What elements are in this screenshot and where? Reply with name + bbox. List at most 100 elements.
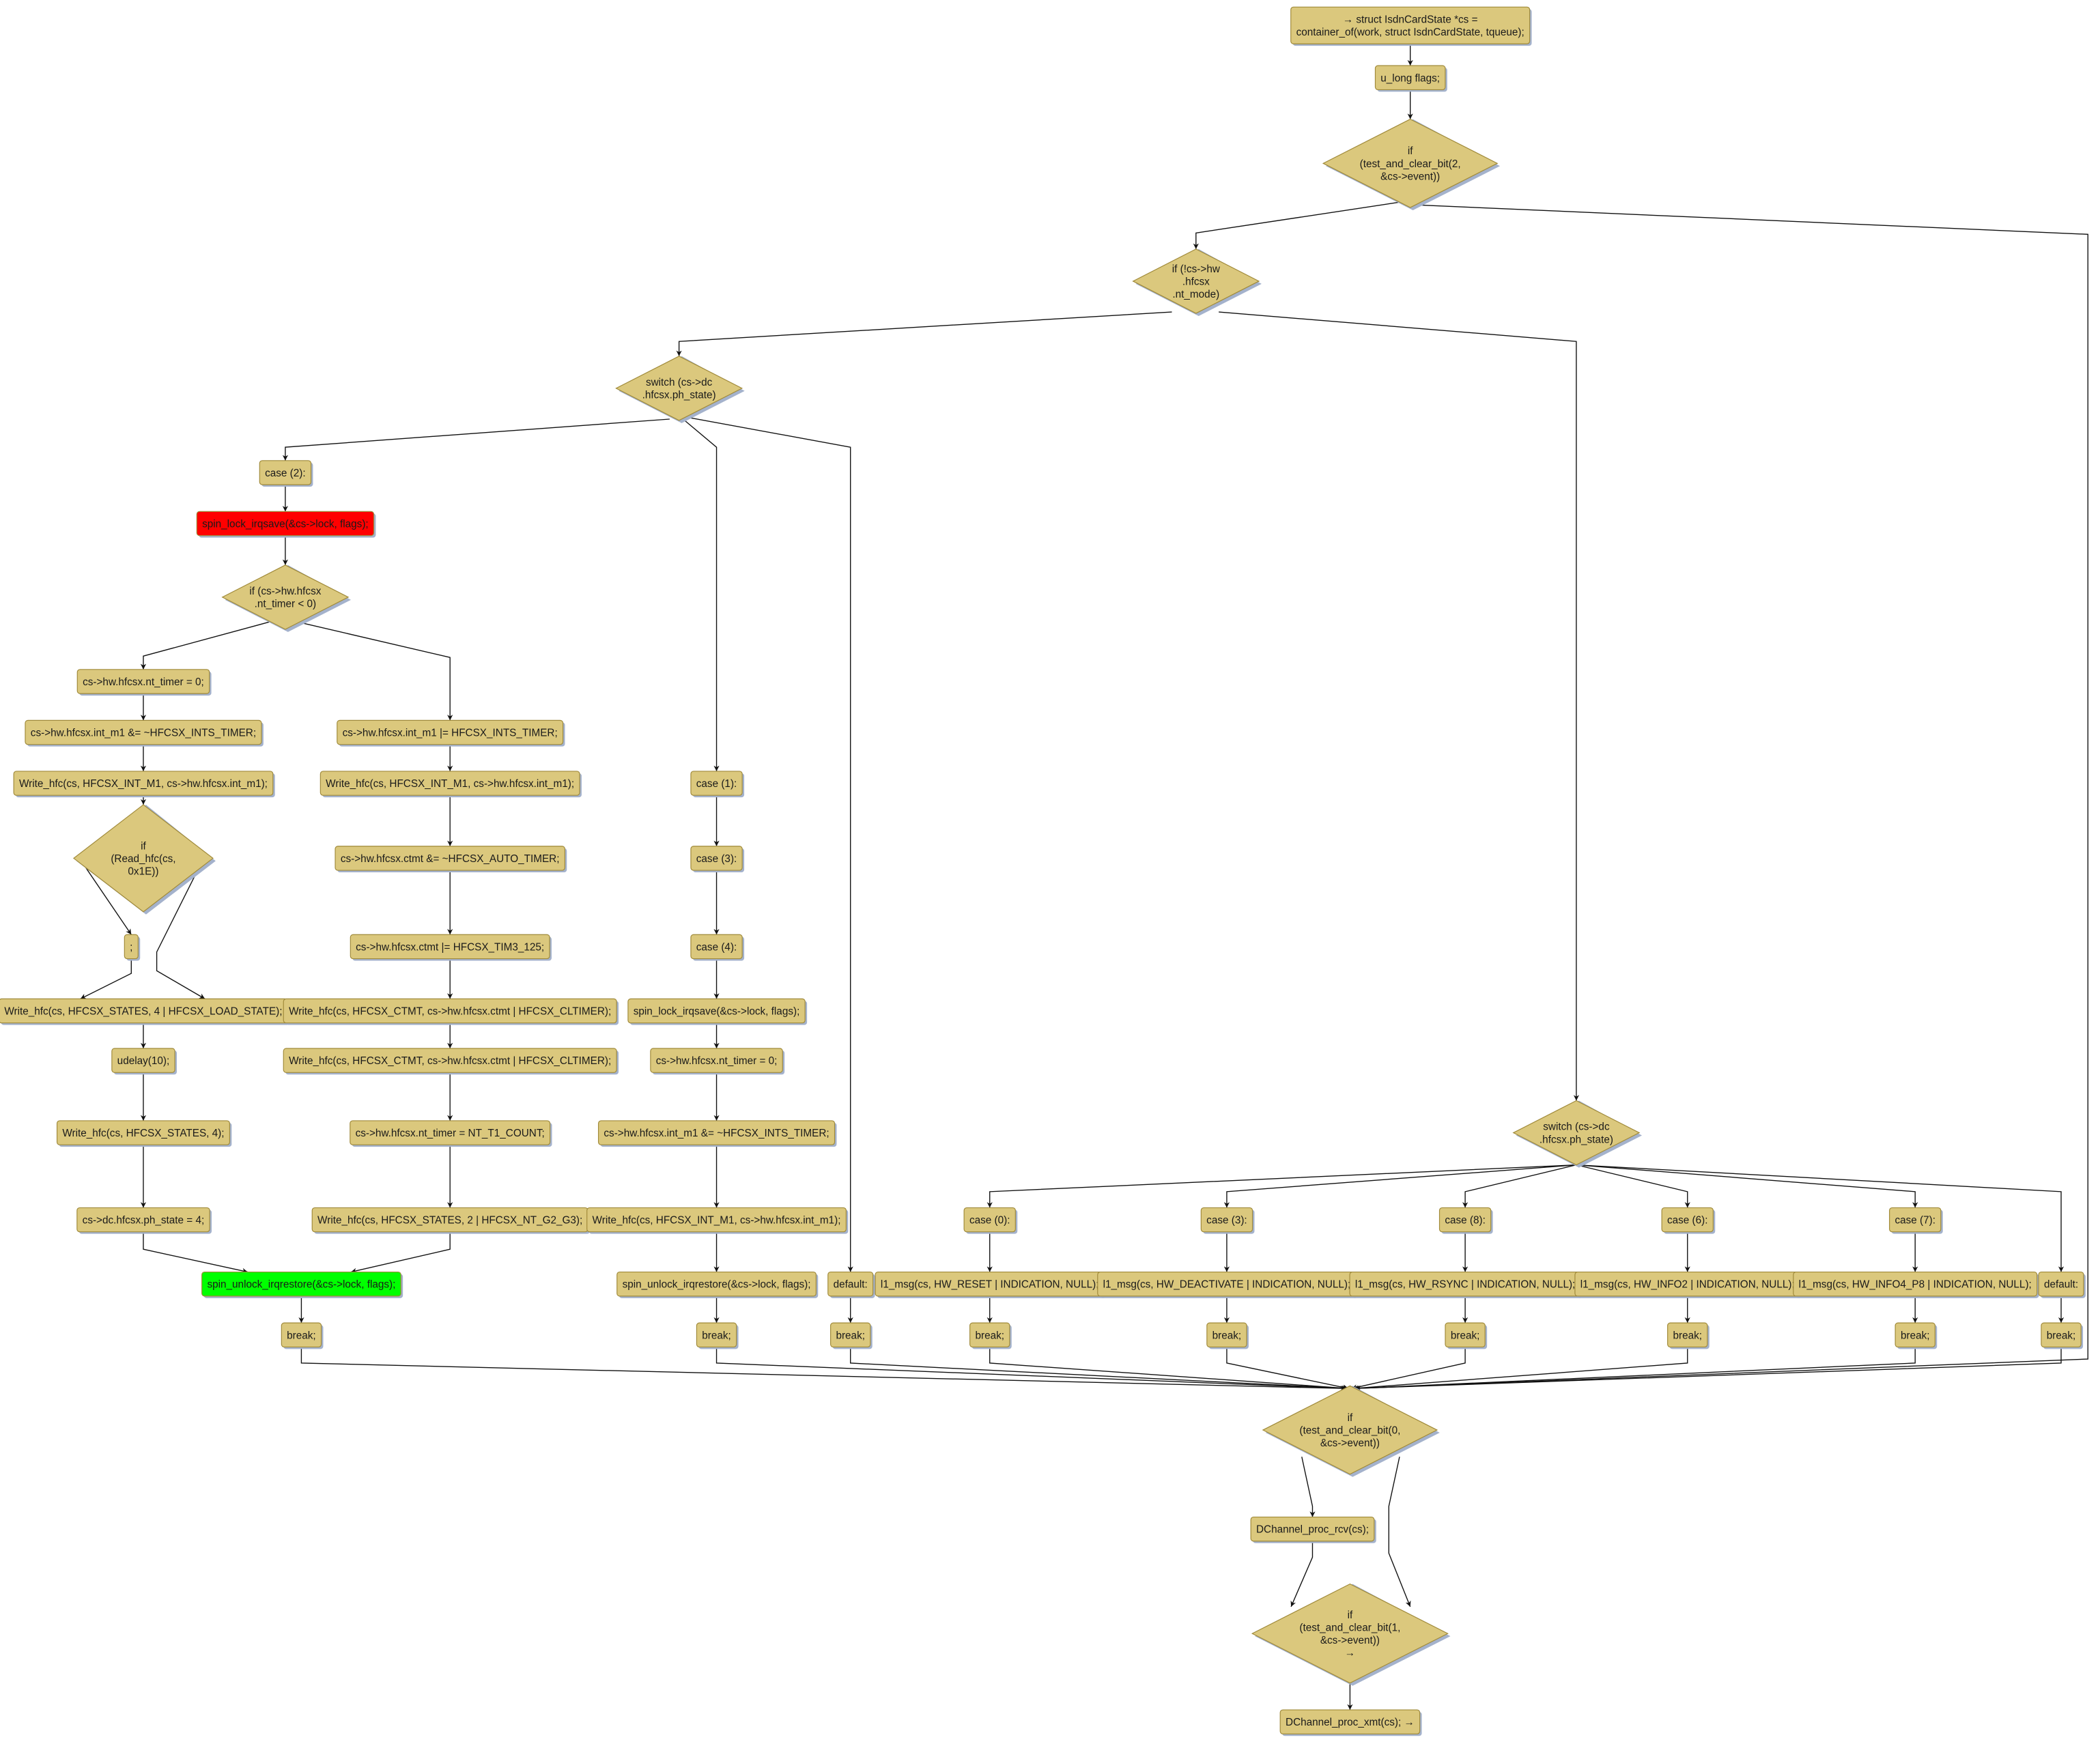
node-label-line: Write_hfc(cs, HFCSX_CTMT, cs->hw.hfcsx.c… (289, 1055, 611, 1067)
statement-case3a: case (3): (690, 846, 745, 873)
node-label: Write_hfc(cs, HFCSX_STATES, 2 | HFCSX_NT… (317, 1215, 582, 1227)
node-label: if(test_and_clear_bit(2,&cs->event)) (1360, 145, 1461, 182)
node-label-line: container_of(work, struct IsdnCardState,… (1296, 27, 1524, 38)
node-label-line: Write_hfc(cs, HFCSX_INT_M1, cs->hw.hfcsx… (593, 1215, 841, 1227)
node-label-line: Write_hfc(cs, HFCSX_STATES, 2 | HFCSX_NT… (317, 1215, 582, 1227)
node-label-line: l1_msg(cs, HW_RSYNC | INDICATION, NULL); (1355, 1279, 1575, 1291)
node-label-line: case (2): (265, 468, 306, 479)
statement-box (1889, 1207, 1942, 1233)
node-label-line: break; (975, 1330, 1004, 1341)
node-label: cs->dc.hfcsx.ph_state = 4; (83, 1215, 205, 1227)
node-label-line: break; (287, 1330, 316, 1341)
flow-arrow (1576, 1164, 2064, 1272)
node-label: break; (2047, 1330, 2076, 1341)
statement-box (616, 1271, 817, 1297)
statement-l-write-states4: Write_hfc(cs, HFCSX_STATES, 4); (56, 1120, 232, 1147)
decision-diamond (72, 804, 214, 913)
flow-arrow (987, 1164, 1576, 1208)
node-label: cs->hw.hfcsx.int_m1 &= ~HFCSX_INTS_TIMER… (604, 1128, 829, 1139)
node-label-line: l1_msg(cs, HW_DEACTIVATE | INDICATION, N… (1103, 1279, 1351, 1291)
node-label-line: → (1345, 1648, 1355, 1659)
statement-box (827, 1271, 874, 1297)
node-label: case (3): (1206, 1215, 1247, 1227)
node-label: l1_msg(cs, HW_INFO4_P8 | INDICATION, NUL… (1799, 1279, 2032, 1291)
statement-break-a: break; (281, 1322, 324, 1349)
statement-case8: case (8): (1438, 1207, 1493, 1234)
statement-box (1206, 1322, 1247, 1348)
decision-if-bit0: if(test_and_clear_bit(0,&cs->event)) (1262, 1385, 1440, 1477)
node-label-line: 0x1E)) (128, 866, 158, 878)
statement-box (350, 1120, 551, 1145)
node-label-line: cs->hw.hfcsx.nt_timer = 0; (83, 676, 204, 688)
statement-box (111, 1048, 175, 1073)
node-label: switch (cs->dc.hfcsx.ph_state) (1539, 1121, 1613, 1146)
node-label: cs->hw.hfcsx.nt_timer = NT_T1_COUNT; (356, 1128, 545, 1139)
edges (80, 41, 2088, 1711)
node-label-line: &cs->event)) (1320, 1437, 1380, 1449)
statement-spin-lock-a: spin_lock_irqsave(&cs->lock, flags); (196, 511, 376, 538)
statement-spin-lock-b: spin_lock_irqsave(&cs->lock, flags); (627, 998, 808, 1025)
statement-box (1793, 1271, 2038, 1297)
statement-case1: case (1): (690, 771, 745, 798)
flow-arrow (1354, 1347, 2062, 1392)
decision-if-bit2: if(test_and_clear_bit(2,&cs->event)) (1322, 118, 1501, 210)
statement-msg-info4: l1_msg(cs, HW_INFO4_P8 | INDICATION, NUL… (1793, 1271, 2039, 1298)
statement-box (201, 1271, 401, 1297)
node-label: if(Read_hfc(cs,0x1E)) (111, 840, 175, 877)
node-label-line: DChannel_proc_rcv(cs); (1256, 1524, 1369, 1536)
flow-arrow (300, 1347, 1346, 1392)
statement-l-nt-timer0: cs->hw.hfcsx.nt_timer = 0; (76, 669, 212, 696)
flow-arrow (676, 311, 1172, 356)
statement-case6: case (6): (1661, 1207, 1716, 1234)
statement-l-int-m1-and: cs->hw.hfcsx.int_m1 &= ~HFCSX_INTS_TIMER… (25, 719, 264, 747)
node-label-line: cs->hw.hfcsx.nt_timer = 0; (656, 1055, 778, 1067)
node-label-line: l1_msg(cs, HW_INFO4_P8 | INDICATION, NUL… (1799, 1279, 2032, 1291)
node-label-line: case (4): (696, 941, 737, 953)
node-label-line: break; (1212, 1330, 1242, 1341)
node-label-line: break; (836, 1330, 865, 1341)
flow-arrow (80, 958, 132, 1000)
flow-arrow (715, 1347, 1348, 1392)
node-label: break; (287, 1330, 316, 1341)
node-label: break; (702, 1330, 731, 1341)
statement-m-int-m1-or: cs->hw.hfcsx.int_m1 |= HFCSX_INTS_TIMER; (337, 719, 565, 747)
flow-arrow (1355, 204, 2088, 1392)
node-label-line: l1_msg(cs, HW_INFO2 | INDICATION, NULL); (1580, 1279, 1795, 1291)
statement-box (259, 460, 312, 485)
node-label: spin_lock_irqsave(&cs->lock, flags); (202, 519, 369, 530)
node-label-line: spin_unlock_irqrestore(&cs->lock, flags)… (207, 1279, 395, 1291)
statement-box (283, 1048, 617, 1073)
statement-box (1445, 1322, 1486, 1348)
statement-break-c: break; (830, 1322, 872, 1349)
node-label: break; (1673, 1330, 1702, 1341)
node-label: l1_msg(cs, HW_RSYNC | INDICATION, NULL); (1355, 1279, 1575, 1291)
node-label-line: .hfcsx.ph_state) (642, 390, 716, 401)
statement-box (690, 846, 743, 871)
decision-diamond (1262, 1385, 1438, 1475)
node-label-line: (test_and_clear_bit(0, (1299, 1425, 1400, 1437)
node-label: Write_hfc(cs, HFCSX_INT_M1, cs->hw.hfcsx… (593, 1215, 841, 1227)
statement-start: → struct IsdnCardState *cs =container_of… (1290, 6, 1532, 46)
statement-box (1200, 1207, 1253, 1233)
statement-break-h: break; (1895, 1322, 1938, 1349)
statement-m-write-int: Write_hfc(cs, HFCSX_INT_M1, cs->hw.hfcsx… (320, 771, 582, 798)
flow-arrow (1223, 1164, 1576, 1208)
node-label: case (3): (696, 853, 737, 865)
decision-diamond (1322, 118, 1499, 208)
flow-arrow (1193, 201, 1400, 249)
statement-flags: u_long flags; (1374, 65, 1447, 92)
node-label: break; (836, 1330, 865, 1341)
statement-l-write-int: Write_hfc(cs, HFCSX_INT_M1, cs->hw.hfcsx… (13, 771, 275, 798)
node-label: cs->hw.hfcsx.nt_timer = 0; (656, 1055, 778, 1067)
node-label-line: if (141, 840, 146, 852)
flow-arrow (683, 418, 720, 771)
node-label-line: default: (834, 1279, 868, 1291)
statement-box (76, 669, 210, 694)
statement-box (283, 998, 617, 1024)
statement-c-int-m1-and: cs->hw.hfcsx.int_m1 &= ~HFCSX_INTS_TIMER… (597, 1120, 837, 1147)
node-label-line: break; (1673, 1330, 1702, 1341)
statement-default-b: default: (2038, 1271, 2086, 1298)
node-label-line: if (1408, 145, 1413, 157)
node-label-line: u_long flags; (1380, 72, 1440, 84)
decision-if-read: if(Read_hfc(cs,0x1E)) (72, 804, 216, 915)
